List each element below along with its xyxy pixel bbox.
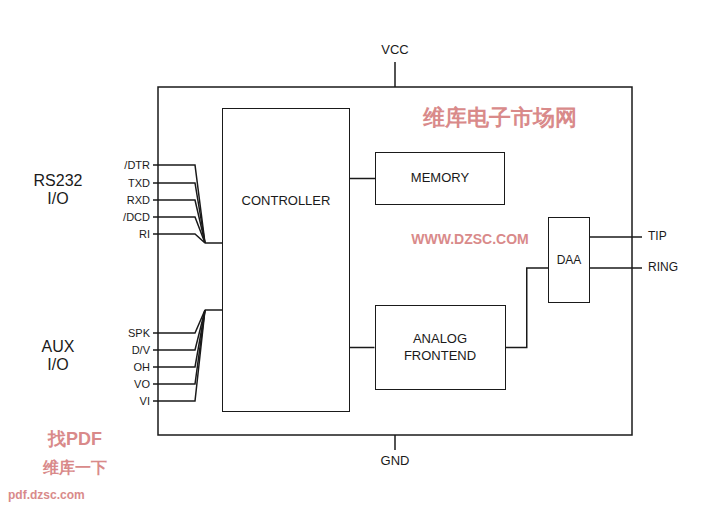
rs232-wires [153, 165, 222, 243]
group-label: AUX I/O [30, 338, 86, 373]
pin-wire [153, 310, 205, 367]
box-label: MEMORY [411, 170, 469, 186]
memory-box: MEMORY [375, 152, 505, 205]
chip-outline [158, 87, 632, 435]
signal-name: OH [134, 361, 151, 373]
frontend-box: ANALOG FRONTEND [375, 305, 506, 390]
watermark: 维库电子市场网 [423, 106, 577, 130]
signal-connector [350, 178, 375, 180]
watermark: WWW.DZSC.COM [411, 232, 528, 247]
signal-name: TIP [648, 230, 667, 243]
pin-wire [153, 310, 205, 333]
daa-box: DAA [548, 217, 590, 303]
box-label: CONTROLLER [242, 193, 331, 209]
pin-wire [153, 217, 205, 243]
box-label: ANALOG FRONTEND [382, 331, 499, 364]
gnd-wire [394, 435, 396, 450]
bundle-wire [205, 242, 222, 244]
signal-name: RXD [127, 194, 150, 206]
pin-wire [153, 200, 205, 243]
group-label: RS232 I/O [30, 172, 86, 207]
signal-name: SPK [128, 327, 150, 339]
signal-name: VI [140, 395, 150, 407]
signal-name: /DTR [124, 159, 150, 171]
pin-wire [153, 234, 205, 243]
signal-connector [506, 268, 549, 348]
signal-name: TXD [128, 177, 150, 189]
controller-box: CONTROLLER [222, 108, 350, 412]
watermark: pdf.dzsc.com [8, 489, 85, 502]
pin-wire [153, 310, 205, 350]
watermark: 维库一下 [43, 459, 107, 477]
vcc-wire [394, 62, 396, 87]
signal-name: RI [139, 228, 150, 240]
ring-wire [590, 267, 642, 269]
pin-wire [153, 165, 205, 243]
signal-connector [350, 347, 375, 349]
bundle-wire [205, 309, 222, 311]
ground-pin-label: GND [381, 454, 410, 468]
tip-wire [590, 236, 642, 238]
aux-wires [153, 310, 222, 401]
signal-name: D/V [132, 344, 150, 356]
signal-name: VO [134, 378, 150, 390]
signal-name: /DCD [123, 211, 150, 223]
pin-wire [153, 183, 205, 243]
pin-wire [153, 310, 205, 401]
watermark: 找PDF [48, 430, 102, 450]
box-label: DAA [557, 253, 582, 268]
power-pin-label: VCC [381, 43, 408, 57]
pin-wire [153, 310, 205, 384]
signal-name: RING [648, 261, 678, 274]
